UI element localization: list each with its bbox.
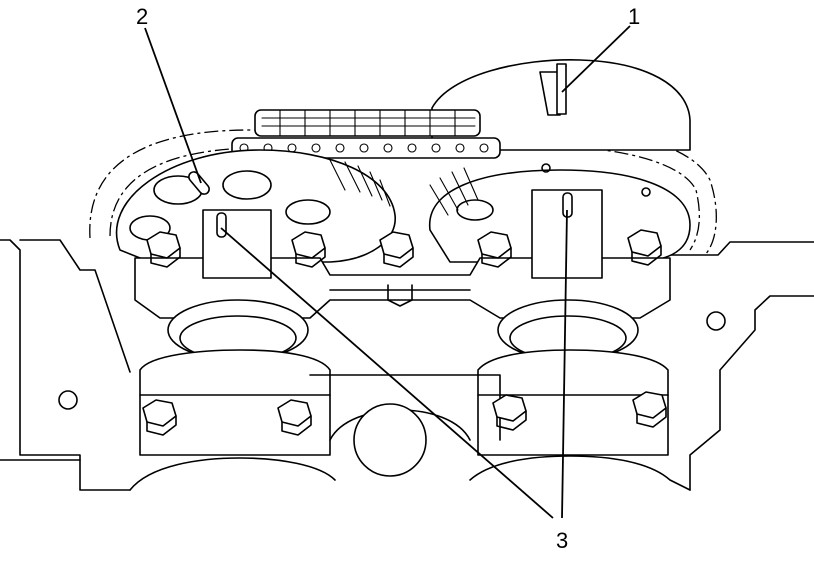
leader-1 (561, 25, 631, 93)
bolt (492, 394, 527, 431)
spark-plug-bore (353, 403, 427, 477)
timing-mark-3-left (216, 212, 227, 238)
leader-2 (144, 27, 202, 184)
bolt (291, 231, 326, 268)
bolt (627, 229, 662, 266)
upper-bolts (146, 229, 662, 268)
upper-sprocket (431, 59, 691, 151)
bolt (632, 391, 667, 428)
callout-label-2: 2 (136, 4, 148, 29)
lower-bolts (142, 391, 667, 436)
bolt (146, 231, 181, 268)
cylinder-head-outline (0, 239, 814, 491)
bolt (477, 231, 512, 268)
callout-leaders (144, 25, 631, 519)
bolt (379, 231, 414, 268)
left-camshaft-sprocket (115, 149, 396, 263)
leader-3a (220, 227, 554, 519)
callout-label-1: 1 (628, 4, 640, 29)
bolt (277, 399, 312, 436)
leader-3b (561, 209, 568, 519)
bolt (142, 399, 177, 436)
callout-label-3: 3 (556, 528, 568, 553)
camshaft-journals (167, 299, 639, 361)
timing-mark-2 (188, 171, 210, 195)
